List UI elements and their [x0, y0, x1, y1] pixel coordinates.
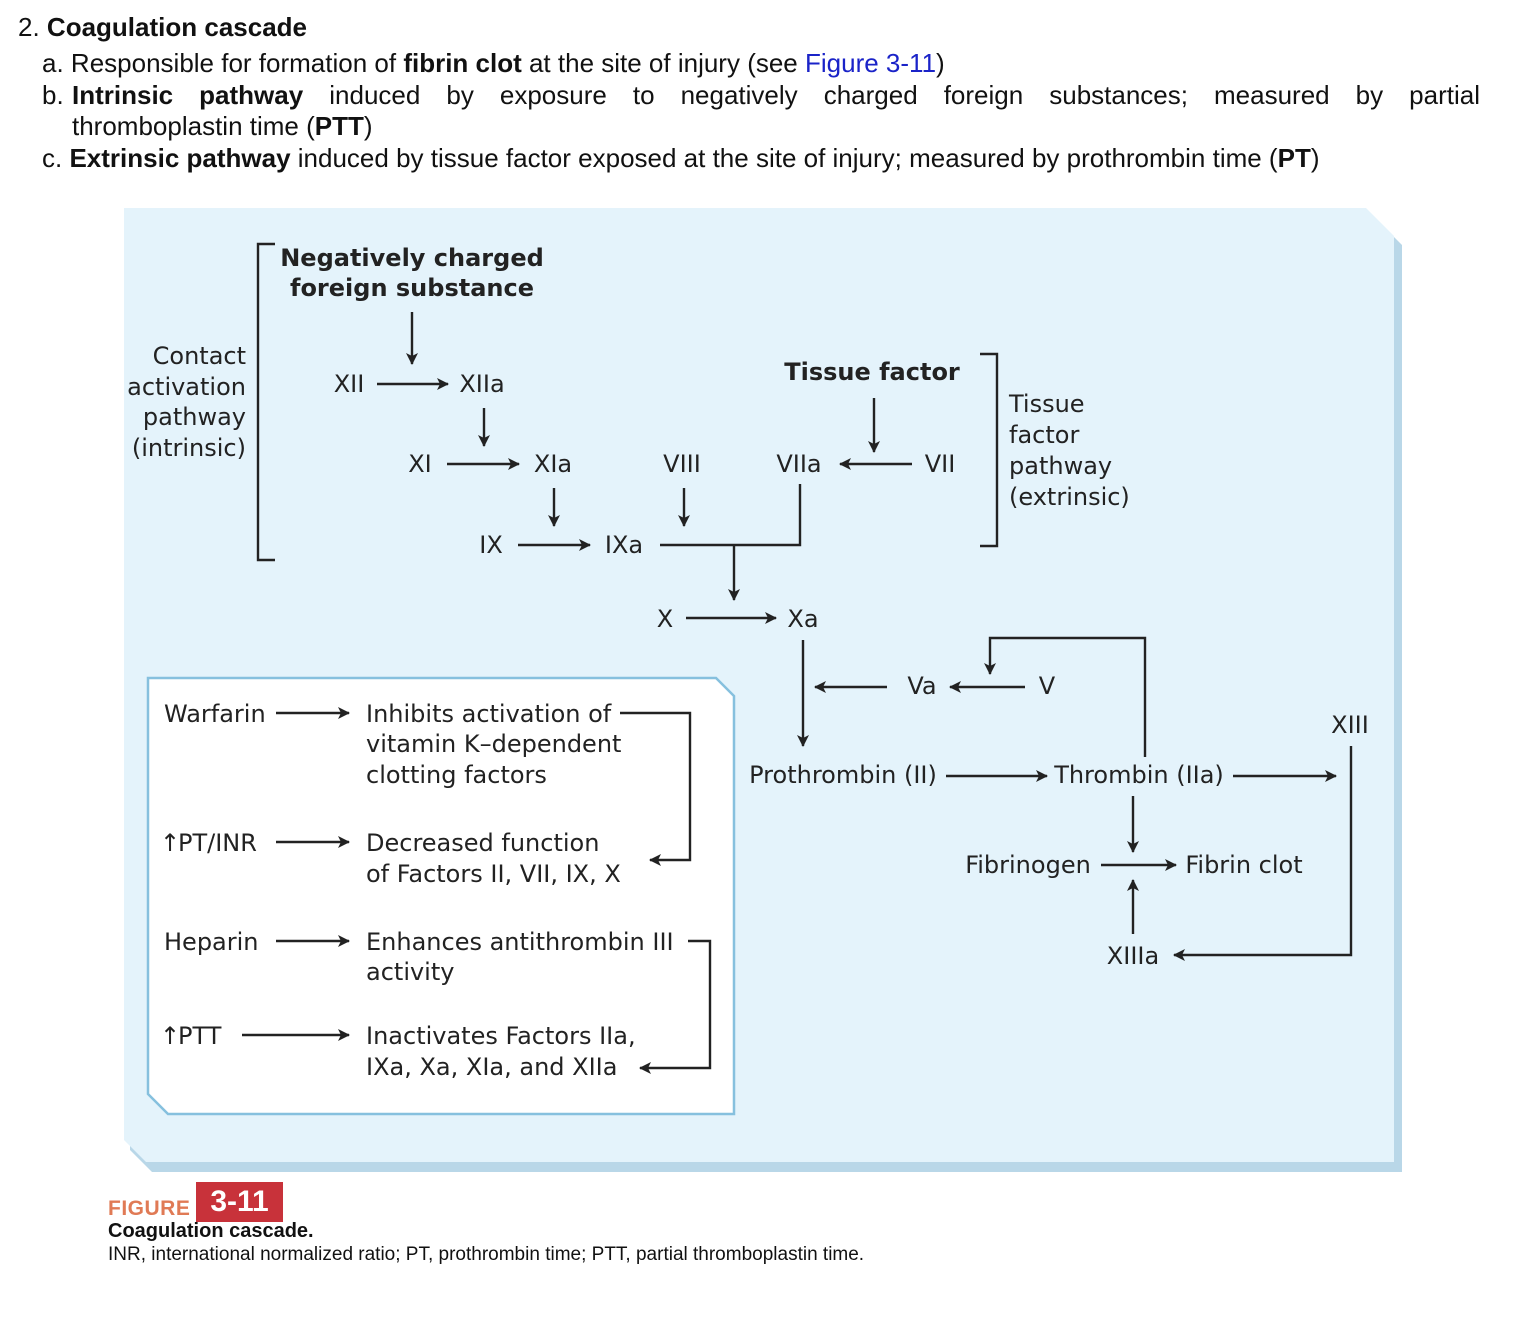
- item-b-bold: Intrinsic pathway: [72, 80, 304, 110]
- ptt-effect-2: IXa, Xa, XIa, and XIIa: [366, 1053, 617, 1081]
- item-a-bold: fibrin clot: [403, 48, 522, 78]
- tf-pathway-label-2: factor: [1009, 421, 1079, 449]
- warfarin-effect-1: Inhibits activation of: [366, 700, 612, 728]
- ptt-effect-1: Inactivates Factors IIa,: [366, 1022, 636, 1050]
- tf-pathway-label-1: Tissue: [1008, 390, 1085, 418]
- thrombin: Thrombin (IIa): [1053, 761, 1224, 789]
- contact-label-3: pathway: [143, 403, 246, 431]
- factor-XII: XII: [334, 370, 365, 398]
- item-b-line1: Intrinsic pathway induced by exposure to…: [72, 80, 1480, 111]
- factor-XIIIa: XIIIa: [1107, 942, 1159, 970]
- outline-heading: 2. Coagulation cascade: [18, 12, 307, 43]
- item-a-pre: Responsible for formation of: [70, 48, 404, 78]
- factor-Va: Va: [907, 672, 936, 700]
- caption-text: INR, international normalized ratio; PT,…: [108, 1244, 865, 1265]
- caption-title: Coagulation cascade.: [108, 1220, 314, 1242]
- thrombin-feedback-to-V: [984, 636, 1147, 757]
- pt-effect-1: Decreased function: [366, 829, 599, 857]
- factor-V: V: [1039, 672, 1056, 700]
- item-a-mid: at the site of injury (see: [521, 48, 805, 78]
- factor-VII: VII: [925, 450, 956, 478]
- contact-label-4: (intrinsic): [132, 434, 246, 462]
- item-c-bold: Extrinsic pathway: [69, 143, 291, 173]
- drug-ptt: PTT: [178, 1022, 222, 1050]
- drug-pt-inr: PT/INR: [178, 829, 257, 857]
- tissue-factor-label: Tissue factor: [784, 358, 960, 386]
- item-b-ptt: PTT: [314, 111, 364, 141]
- drug-box: [146, 676, 736, 1116]
- factor-VIIa: VIIa: [776, 450, 821, 478]
- line-IXa-VIIa-junction: [660, 484, 802, 547]
- item-b-line2: thromboplastin time (PTT): [72, 111, 373, 142]
- heparin-bracket-arrow: [639, 939, 712, 1074]
- factor-XI: XI: [408, 450, 432, 478]
- item-c-text: induced by tissue factor exposed at the …: [290, 143, 1278, 173]
- figure-word: FIGURE: [108, 1197, 191, 1220]
- marker-b: b.: [42, 80, 64, 110]
- heading-title: Coagulation cascade: [46, 12, 307, 42]
- item-a-post: ): [936, 48, 945, 78]
- drug-warfarin: Warfarin: [164, 700, 266, 728]
- item-b-text1: induced by exposure to negatively charge…: [303, 80, 1480, 110]
- pt-effect-2: of Factors II, VII, IX, X: [366, 860, 621, 888]
- outline-item-c: c. Extrinsic pathway induced by tissue f…: [42, 143, 1320, 174]
- heading-number: 2.: [18, 12, 40, 42]
- factor-XIII: XIII: [1331, 711, 1369, 739]
- factor-IX: IX: [479, 531, 503, 559]
- factor-IXa: IXa: [605, 531, 643, 559]
- intrinsic-bracket: [256, 242, 275, 562]
- warfarin-bracket-arrow: [620, 711, 692, 866]
- fibrinogen: Fibrinogen: [965, 851, 1091, 879]
- item-b-text2-pre: thromboplastin time (: [72, 111, 315, 141]
- contact-label-2: activation: [127, 373, 246, 401]
- warfarin-effect-2: vitamin K–dependent: [366, 730, 621, 758]
- factor-XIa: XIa: [534, 450, 572, 478]
- extrinsic-bracket: [980, 352, 999, 548]
- factor-X: X: [657, 605, 673, 633]
- marker-a: a.: [42, 48, 64, 78]
- figure-number-badge: 3-11: [196, 1182, 283, 1222]
- marker-c: c.: [42, 143, 63, 173]
- up-arrow-ptt: ↑: [160, 1022, 180, 1050]
- outline-item-a: a. Responsible for formation of fibrin c…: [42, 48, 945, 79]
- negatively-charged-label-1: Negatively charged: [280, 244, 544, 272]
- warfarin-effect-3: clotting factors: [366, 761, 547, 789]
- figure-tag: FIGURE 3-11: [108, 1182, 283, 1222]
- figure-link[interactable]: Figure 3-11: [805, 48, 937, 78]
- drug-heparin: Heparin: [164, 928, 259, 956]
- negatively-charged-label-2: foreign substance: [290, 274, 534, 302]
- factor-VIII: VIII: [663, 450, 701, 478]
- item-b-text2-post: ): [363, 111, 373, 141]
- factor-XIIa: XIIa: [459, 370, 504, 398]
- factor-Xa: Xa: [787, 605, 818, 633]
- contact-label-1: Contact: [153, 342, 246, 370]
- prothrombin: Prothrombin (II): [749, 761, 937, 789]
- up-arrow-pt: ↑: [160, 829, 180, 857]
- arrow-XIII-to-XIIIa: [1173, 746, 1353, 961]
- fibrin-clot: Fibrin clot: [1185, 851, 1302, 879]
- heparin-effect-2: activity: [366, 958, 454, 986]
- tf-pathway-label-3: pathway: [1009, 452, 1112, 480]
- heparin-effect-1: Enhances antithrombin III: [366, 928, 674, 956]
- item-c-pt: PT: [1277, 143, 1311, 173]
- item-c-post: ): [1310, 143, 1320, 173]
- tf-pathway-label-4: (extrinsic): [1009, 483, 1130, 511]
